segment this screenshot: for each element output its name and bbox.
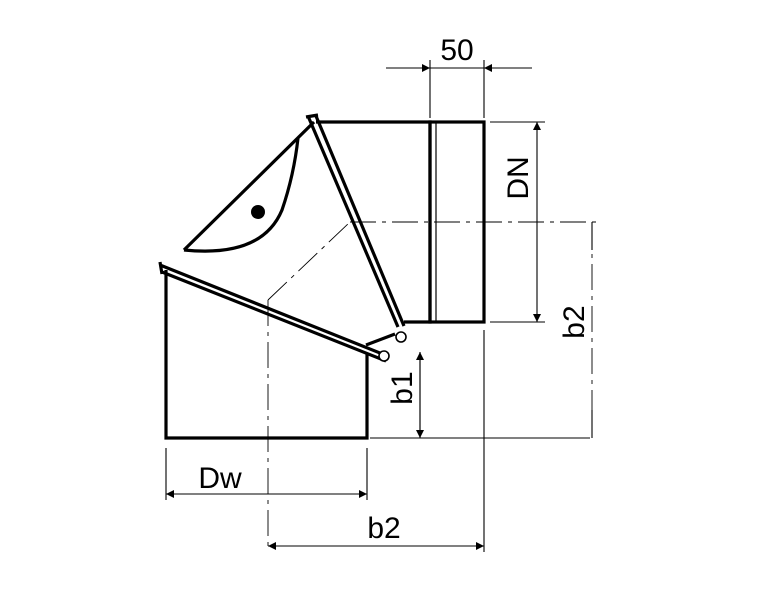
bottom-segment	[164, 270, 369, 440]
dimension-label-dw: Dw	[198, 462, 242, 495]
dimension-label-50: 50	[440, 34, 473, 67]
dimension-bend-length-right: b2	[558, 222, 593, 438]
dimension-label-dn: DN	[502, 156, 535, 199]
dimension-label-b2-right: b2	[558, 305, 591, 338]
centerlines	[267, 221, 600, 550]
dimension-bend-length-bottom: b2	[268, 512, 484, 550]
upper-rivet-icon	[395, 331, 407, 343]
dimension-label-b2-bottom: b2	[367, 512, 400, 545]
upper-seam	[305, 113, 407, 343]
dimension-nominal-diameter: DN	[502, 122, 541, 322]
dimension-outer-diameter: Dw	[166, 462, 367, 498]
lower-rivet-icon	[378, 350, 390, 362]
dimension-bottom-segment-height: b1	[386, 352, 424, 438]
centerline-diagonal	[267, 221, 351, 301]
sleeve-connector	[428, 120, 486, 324]
dimension-width-offset: 50	[386, 34, 532, 72]
middle-segment	[182, 120, 396, 347]
dimension-label-b1: b1	[386, 371, 419, 404]
damper-knob-icon	[251, 205, 265, 219]
upper-segment	[316, 120, 486, 324]
lower-seam	[158, 261, 390, 363]
